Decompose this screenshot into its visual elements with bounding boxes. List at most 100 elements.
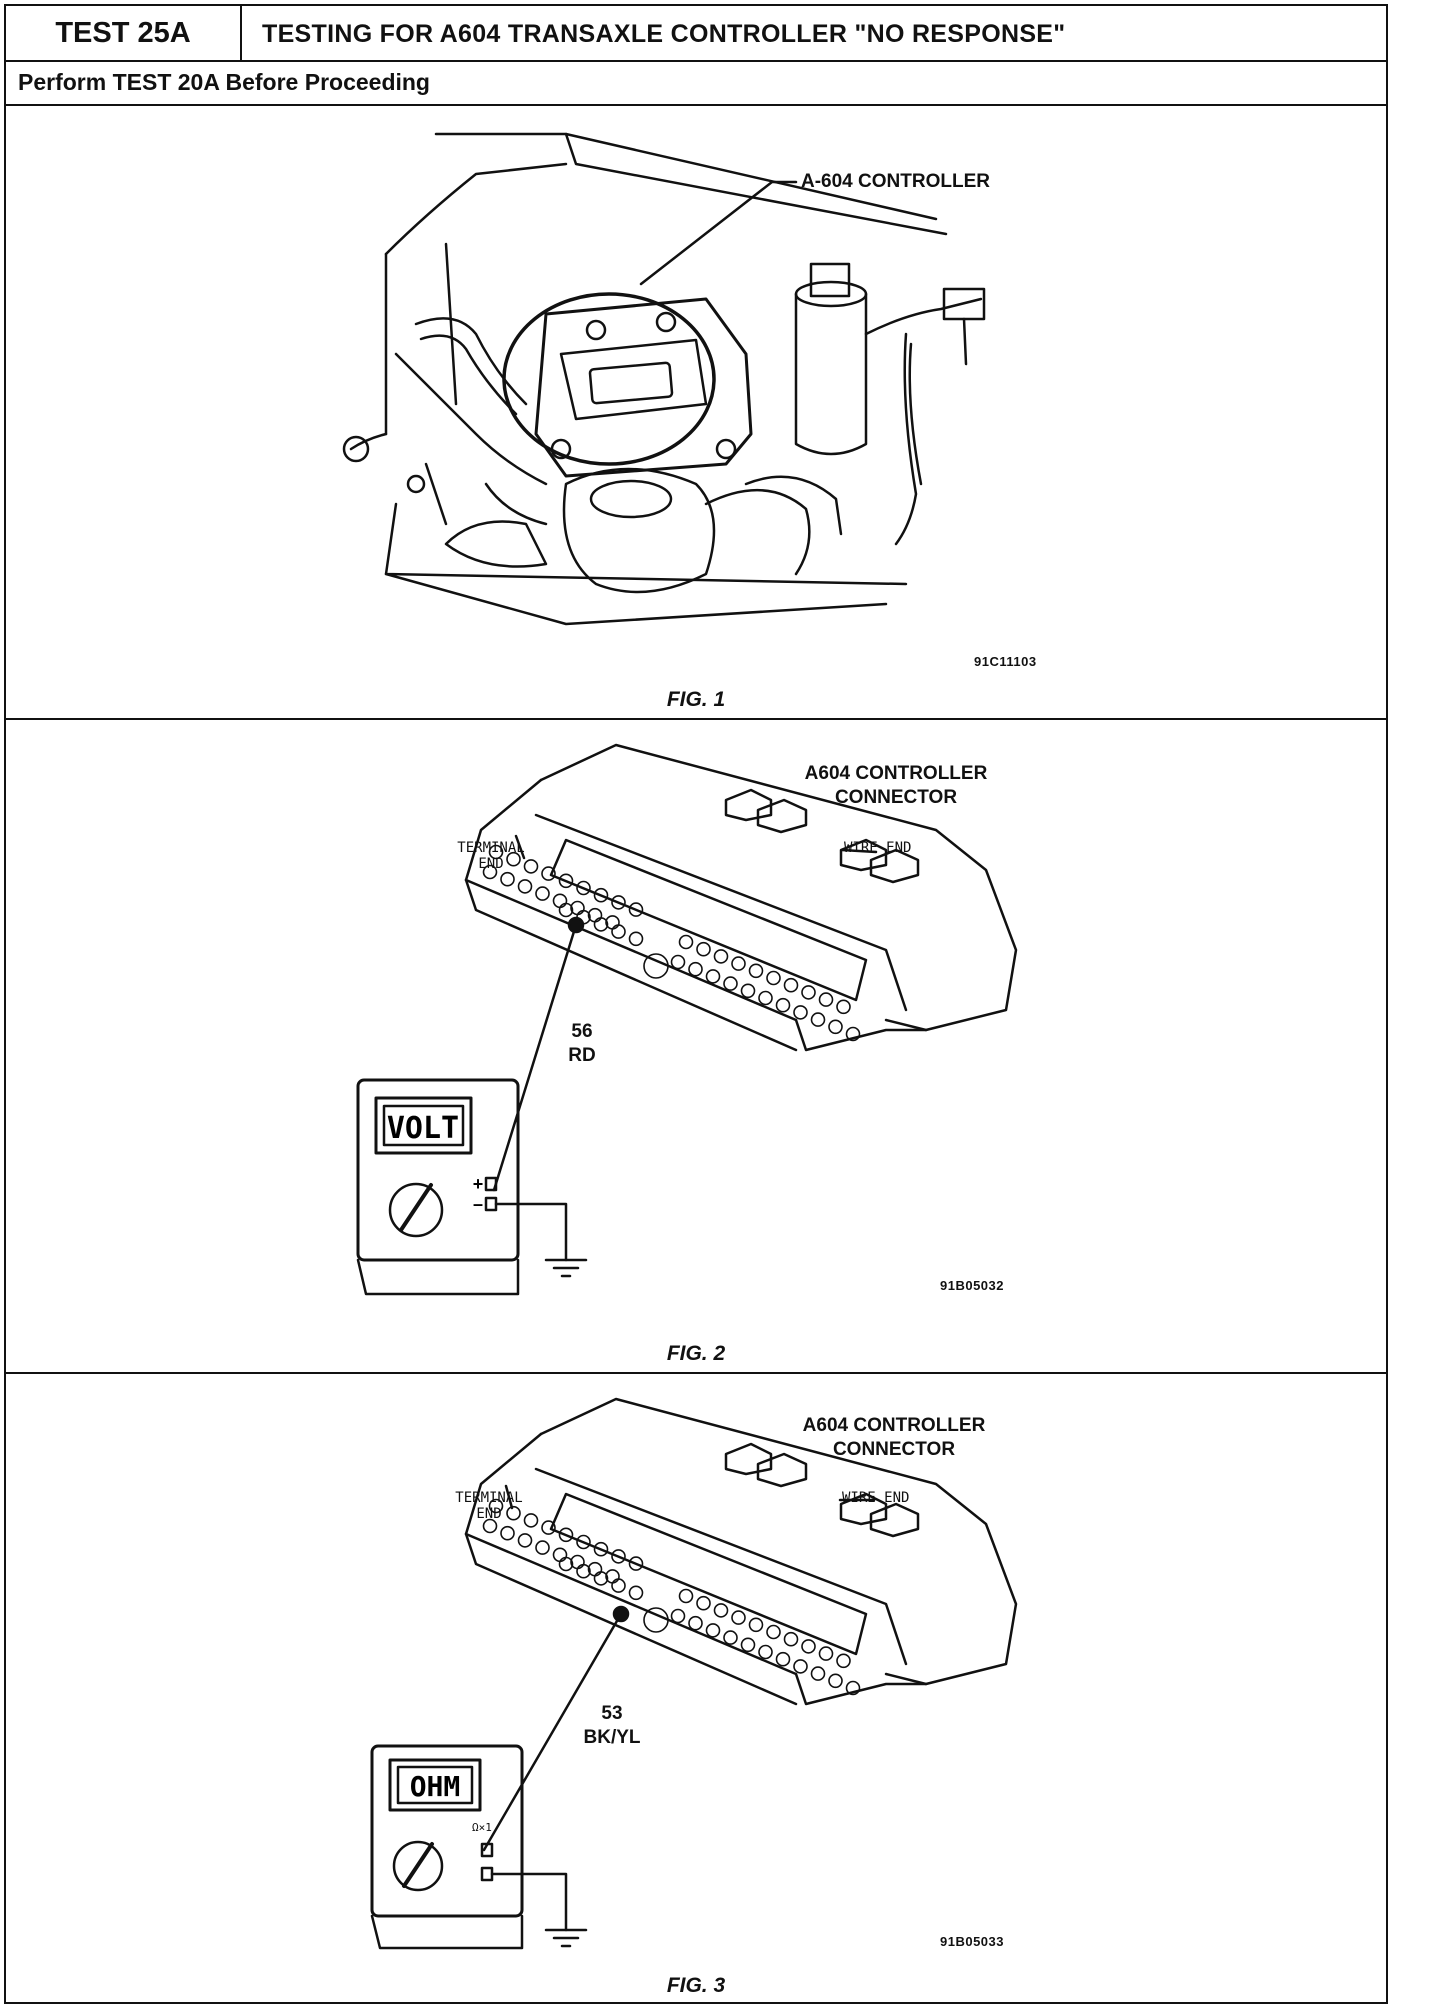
connector-key-hole	[643, 953, 669, 979]
connector-label-line2: CONNECTOR	[832, 1439, 956, 1460]
connector-pin	[758, 990, 773, 1006]
meter-range-label: Ω×1	[472, 1821, 492, 1834]
connector-pin	[688, 1615, 703, 1631]
connector-pin	[845, 1680, 861, 1696]
connector-pin	[488, 1498, 504, 1514]
connector-label-line1: A604 CONTROLLER	[804, 763, 988, 784]
connector-pin	[576, 880, 591, 896]
connector-label-fig3: A604 CONTROLLER CONNECTOR	[784, 1414, 1004, 1462]
connector-pin	[775, 997, 791, 1013]
meter-minus-label: –	[473, 1194, 483, 1214]
connector-pin	[558, 902, 574, 918]
connector-pin	[696, 1595, 711, 1611]
connector-label-fig2: A604 CONTROLLER CONNECTOR	[786, 762, 1006, 810]
connector-pin	[705, 969, 721, 984]
connector-pin	[688, 961, 703, 977]
connector-label-line2: CONNECTOR	[834, 787, 958, 808]
connector-pin	[670, 954, 686, 970]
test-id: TEST 25A	[6, 6, 242, 60]
wire-number: 56	[571, 1021, 593, 1042]
connector-pin	[558, 873, 574, 889]
connector-pin	[593, 1571, 609, 1586]
connector-pin	[731, 956, 746, 971]
connector-pin	[793, 1659, 808, 1674]
wire-end-label-fig3: WIRE END	[842, 1490, 910, 1506]
connector-pin	[810, 1012, 826, 1027]
figure-2-panel: VOLT + – A604 CONTROLLER CONNECTOR TERMI…	[6, 720, 1386, 1374]
connector-pin	[541, 866, 556, 881]
connector-pin	[801, 985, 816, 1000]
connector-pin	[523, 1513, 539, 1528]
figure-3-code: 91B05033	[940, 1934, 1004, 1949]
connector-pin	[810, 1666, 826, 1681]
connector-pin	[731, 1610, 746, 1625]
connector-pin	[628, 931, 644, 947]
connector-pin	[845, 1026, 861, 1042]
connector-pin	[611, 1549, 626, 1564]
wire-color: RD	[568, 1045, 596, 1066]
connector-pin	[678, 1588, 694, 1604]
connector-pin	[793, 1005, 808, 1020]
connector-pin	[766, 970, 781, 986]
connector-pin	[517, 1533, 533, 1548]
connector-voltmeter-illustration: VOLT + –	[356, 743, 1018, 1296]
connector-ohmmeter-illustration: OHM	[370, 1397, 1018, 1950]
connector-pin	[801, 1639, 816, 1654]
connector-pin	[705, 1623, 721, 1638]
controller-callout: A-604 CONTROLLER	[801, 171, 990, 192]
connector-pin	[500, 871, 515, 887]
connector-pin	[535, 886, 550, 901]
connector-pin	[723, 976, 738, 991]
connector-pin	[523, 859, 539, 874]
prerequisite-text: Perform TEST 20A Before Proceeding	[18, 69, 430, 95]
wire-number: 53	[601, 1703, 623, 1724]
connector-pin	[678, 934, 694, 950]
terminal-end-label-fig2: TERMINAL END	[446, 840, 536, 872]
connector-pin	[552, 1547, 568, 1563]
connector-pin	[558, 1556, 574, 1572]
terminal-end-label-fig3: TERMINAL END	[444, 1490, 534, 1522]
connector-pin	[740, 983, 756, 999]
wire-color: BK/YL	[583, 1727, 641, 1748]
connector-pin	[758, 1644, 773, 1660]
meter-plus-label: +	[473, 1174, 484, 1194]
connector-pin	[593, 887, 609, 903]
voltmeter-display: VOLT	[387, 1111, 459, 1146]
connector-pin	[748, 1617, 764, 1633]
connector-pin	[488, 844, 504, 860]
connector-pin	[775, 1651, 791, 1667]
connector-pin	[713, 1603, 729, 1618]
connector-pin	[576, 1563, 591, 1579]
connector-pin	[541, 1520, 556, 1535]
connector-pin	[713, 949, 729, 964]
connector-pin	[836, 999, 851, 1015]
connector-pin	[766, 1624, 781, 1640]
connector-pin	[506, 851, 521, 867]
engine-bay-illustration	[342, 132, 986, 626]
connector-pin	[696, 941, 711, 957]
figure-1-panel: A-604 CONTROLLER 91C11103 FIG. 1	[6, 104, 1386, 720]
connector-pin	[593, 917, 609, 932]
connector-pin	[818, 1646, 834, 1661]
connector-pin	[552, 893, 568, 909]
connector-pin	[482, 864, 498, 880]
figure-2-caption: FIG. 2	[666, 1342, 726, 1365]
connector-pin	[628, 902, 644, 917]
connector-pin	[670, 1608, 686, 1624]
connector-key-hole	[643, 1607, 669, 1633]
connector-pin	[740, 1637, 756, 1653]
connector-pin	[593, 1541, 609, 1557]
connector-pin	[783, 977, 799, 993]
connector-pin	[611, 1578, 626, 1593]
figure-3-panel: OHM Ω×1 A604 CONTROLLER CONNECTOR TERMIN…	[6, 1374, 1386, 2004]
figure-2-code: 91B05032	[940, 1278, 1004, 1293]
connector-pin	[723, 1630, 738, 1645]
terminal-end-line2: END	[478, 856, 504, 872]
connector-pin	[482, 1518, 498, 1534]
prerequisite-row: Perform TEST 20A Before Proceeding	[6, 60, 1386, 106]
terminal-end-line1: TERMINAL	[457, 840, 525, 856]
connector-pin	[611, 924, 626, 939]
connector-pin	[628, 1585, 644, 1601]
connector-pin	[558, 1527, 574, 1543]
connector-pin	[576, 1534, 591, 1550]
